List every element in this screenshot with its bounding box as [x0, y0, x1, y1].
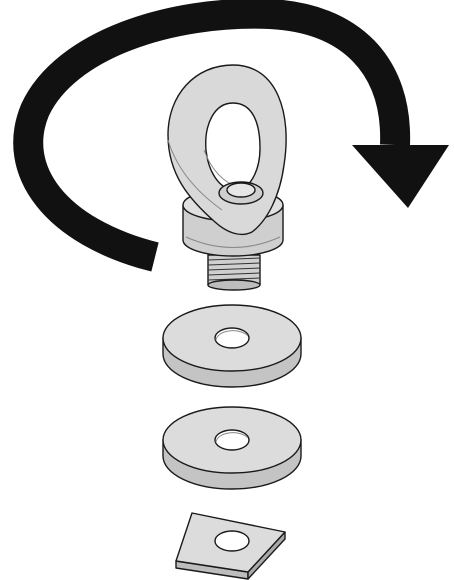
bolt-neck: [218, 181, 264, 205]
bolt-thread: [207, 254, 261, 291]
arrow-head: [352, 145, 449, 208]
washer: [162, 304, 302, 388]
washer: [162, 406, 302, 490]
arrow-arc: [13, 0, 411, 272]
eye-bolt: [167, 64, 287, 291]
clockwise-arrow-icon: [13, 0, 449, 272]
square-nut: [175, 512, 286, 580]
